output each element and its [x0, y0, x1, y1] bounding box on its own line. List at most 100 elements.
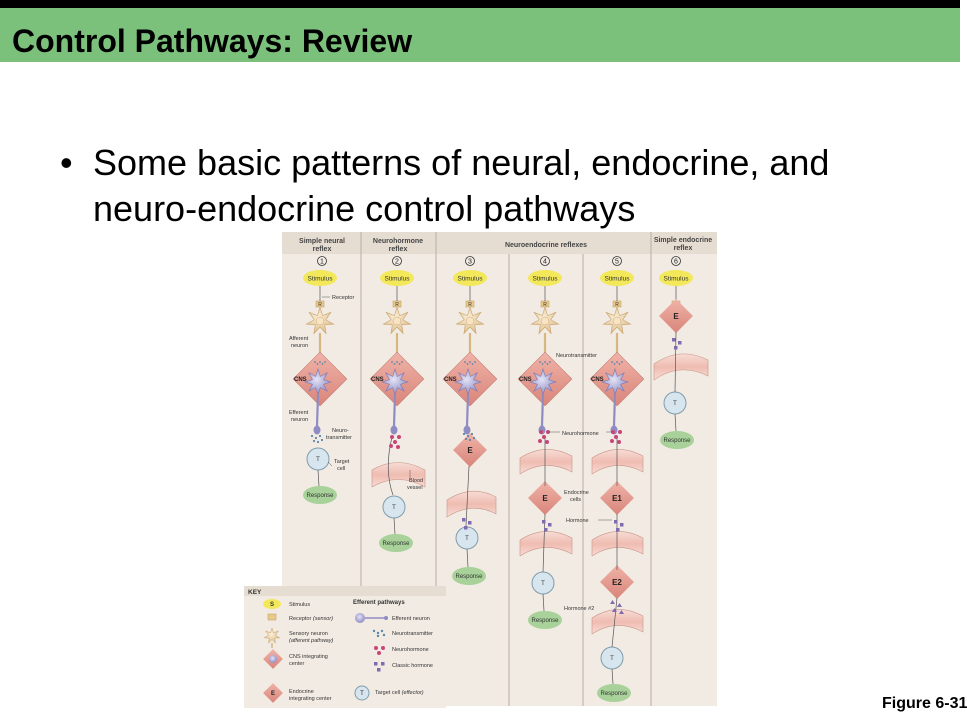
figure-label: Figure 6-31 [882, 695, 967, 712]
bullet-icon: • [60, 142, 73, 183]
endocrine-e2: E2 [600, 565, 634, 599]
neural-pathway-1: CNS [292, 286, 348, 435]
header-band [282, 232, 717, 254]
neural-pathway-2: CNS [369, 286, 425, 435]
svg-text:R: R [543, 302, 547, 308]
target-cell-1: T [306, 447, 330, 471]
response-oval-1: Response [303, 486, 337, 504]
blood-vessel-5c [591, 609, 644, 635]
response-oval-4: Response [528, 611, 562, 629]
key-stimulus-icon: S [263, 599, 281, 609]
endocrine-6: E [659, 299, 693, 333]
key-endocrine-label-2: integrating center [289, 696, 332, 702]
key-neurotransmitter-icon [372, 629, 386, 638]
slide-title: Control Pathways: Review [12, 23, 413, 59]
label-neurohormone: Neurohormone [562, 431, 599, 437]
key-stimulus-label: Stimulus [289, 602, 310, 608]
hormone-squares [542, 520, 552, 532]
key-classic-hormone-icon [374, 662, 385, 672]
svg-text:Stimulus: Stimulus [458, 276, 484, 283]
svg-text:Stimulus: Stimulus [664, 276, 690, 283]
svg-text:R: R [615, 302, 619, 308]
cns-label-1: CNS [294, 377, 307, 383]
hormone-squares [672, 338, 682, 350]
header-neurohormone-1: Neurohormone [373, 238, 423, 245]
hormone2-triangles [610, 600, 624, 614]
header-simple-neural-1: Simple neural [299, 238, 345, 245]
column-number-6: 6 [671, 256, 681, 266]
svg-text:1: 1 [320, 259, 324, 266]
svg-text:4: 4 [543, 259, 547, 266]
key-receptor-icon [267, 613, 277, 621]
svg-text:Stimulus: Stimulus [605, 276, 631, 283]
neural-pathway-5: CNS [589, 286, 645, 435]
label-afferent-2: neuron [291, 343, 308, 349]
svg-text:T: T [316, 457, 320, 463]
neural-pathway-4: CNS [517, 286, 573, 435]
svg-text:R: R [395, 302, 399, 308]
response-oval-2: Response [379, 534, 413, 552]
svg-text:Response: Response [306, 493, 334, 499]
stimulus-oval-3: Stimulus [453, 270, 487, 286]
svg-text:T: T [673, 401, 677, 407]
bullet-text: Some basic patterns of neural, endocrine… [93, 142, 830, 229]
target-cell-4: T [531, 571, 555, 595]
svg-text:Stimulus: Stimulus [533, 276, 559, 283]
key-neurohormone-label: Neurohormone [392, 647, 429, 653]
target-cell-5: T [600, 646, 624, 670]
label-efferent-1: Efferent [289, 410, 309, 416]
key-endocrine-icon: E [263, 683, 283, 703]
key-target-label: Target cell (effector) [375, 690, 424, 696]
key-classic-hormone-label: Classic hormone [392, 663, 433, 669]
svg-text:Response: Response [663, 438, 691, 444]
header-neurohormone-2: reflex [389, 246, 408, 253]
label-neuro-transmitter-2: transmitter [326, 435, 352, 441]
cns-label-2: CNS [371, 377, 384, 383]
response-oval-6: Response [660, 431, 694, 449]
hormone-squares [462, 518, 472, 530]
svg-text:R: R [318, 302, 322, 308]
stimulus-oval-2: Stimulus [380, 270, 414, 286]
svg-text:6: 6 [674, 259, 678, 266]
stimulus-oval-1: Stimulus [303, 270, 337, 286]
label-receptor: Receptor [332, 295, 354, 301]
label-blood-vessel-2: vessel [407, 485, 423, 491]
endocrine-3: E [453, 433, 487, 467]
key-sensory-icon [263, 627, 281, 648]
svg-text:S: S [270, 602, 274, 608]
column-number-5: 5 [612, 256, 622, 266]
key-neurohormone-icon [374, 646, 385, 655]
label-target-cell-2: cell [337, 466, 345, 472]
label-endocrine-cells-2: cells [570, 497, 581, 503]
blood-vessel-4a [519, 449, 573, 475]
top-border [0, 0, 960, 8]
svg-text:T: T [541, 581, 545, 587]
svg-text:Response: Response [455, 574, 483, 580]
column-number-2: 2 [392, 256, 402, 266]
response-oval-5: Response [597, 684, 631, 702]
column-number-1: 1 [317, 256, 327, 266]
svg-text:Stimulus: Stimulus [385, 276, 411, 283]
target-cell-6: T [663, 391, 687, 415]
title-bar: Control Pathways: Review [0, 8, 960, 62]
svg-text:R: R [468, 302, 472, 308]
target-cell-3: T [455, 526, 479, 550]
cns-label-3: CNS [444, 377, 457, 383]
endocrine-e1: E1 [600, 481, 634, 515]
key-efferent-title: Efferent pathways [353, 600, 405, 606]
key-receptor-label: Receptor (sensor) [289, 616, 333, 622]
stimulus-oval-4: Stimulus [528, 270, 562, 286]
svg-text:T: T [610, 656, 614, 662]
svg-text:E: E [271, 691, 275, 697]
stimulus-oval-6: Stimulus [659, 270, 693, 286]
svg-text:E: E [467, 446, 473, 455]
header-simple-endocrine-1: Simple endocrine [654, 237, 712, 244]
target-cell-2: T [382, 495, 406, 519]
label-hormone2: Hormone #2 [564, 606, 594, 612]
svg-text:Response: Response [382, 541, 410, 547]
blood-vessel-6 [653, 353, 709, 381]
cns-label-4: CNS [519, 377, 532, 383]
svg-text:T: T [465, 536, 469, 542]
blood-vessel-4b [519, 531, 573, 557]
